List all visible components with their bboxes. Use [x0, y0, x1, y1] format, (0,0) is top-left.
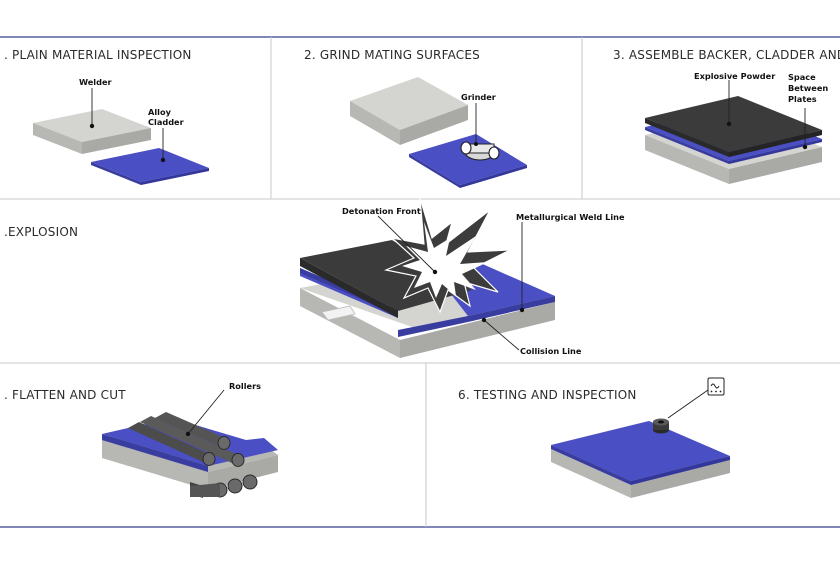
- cladder-plate-ground: [409, 134, 527, 188]
- finished-clad-plate: [551, 421, 730, 498]
- rollers-label: Rollers: [229, 381, 261, 391]
- collision-line-label: Collision Line: [520, 346, 582, 356]
- explosive-powder-label: Explosive Powder: [694, 71, 776, 81]
- step-1-title: . PLAIN MATERIAL INSPECTION: [4, 48, 192, 62]
- backer-plate: [350, 77, 468, 145]
- roller-icon: [190, 474, 258, 498]
- welder-label: Welder: [79, 77, 113, 87]
- explosive-powder-layer: [645, 96, 822, 157]
- weld-line-label: Metallurgical Weld Line: [516, 212, 625, 222]
- detonation-front-label: Detonation Front: [342, 206, 421, 216]
- space-label: Space: [788, 72, 816, 82]
- step-3-panel: 3. ASSEMBLE BACKER, CLADDER AND EXP Expl…: [613, 48, 840, 184]
- cladder-label: Cladder: [148, 117, 185, 127]
- explosive-layer: [300, 240, 472, 318]
- jet-arrow-icon: [321, 305, 356, 321]
- step-1-panel: . PLAIN MATERIAL INSPECTION Welder Alloy…: [4, 48, 209, 185]
- grinder-icon: [460, 141, 500, 161]
- step-4-title: .EXPLOSION: [4, 225, 78, 239]
- test-probe-icon: [653, 418, 669, 434]
- step-3-title: 3. ASSEMBLE BACKER, CLADDER AND EXP: [613, 48, 840, 62]
- step-2-title: 2. GRIND MATING SURFACES: [304, 48, 480, 62]
- step-4-panel: .EXPLOSION Detonation Fr: [4, 197, 625, 358]
- alloy-cladder-plate: [91, 148, 209, 185]
- grinder-label: Grinder: [461, 92, 497, 102]
- step-5-panel: . FLATTEN AND CUT Rollers: [4, 381, 278, 498]
- alloy-label: Alloy: [148, 107, 172, 117]
- plates-label: Plates: [788, 94, 817, 104]
- step-6-panel: 6. TESTING AND INSPECTION: [458, 377, 730, 498]
- step-2-panel: 2. GRIND MATING SURFACES Grinder: [304, 48, 527, 188]
- step-5-title: . FLATTEN AND CUT: [4, 388, 126, 402]
- step-6-title: 6. TESTING AND INSPECTION: [458, 388, 637, 402]
- between-label: Between: [788, 83, 828, 93]
- starburst-icon: [383, 197, 511, 314]
- monitor-icon: [707, 377, 725, 396]
